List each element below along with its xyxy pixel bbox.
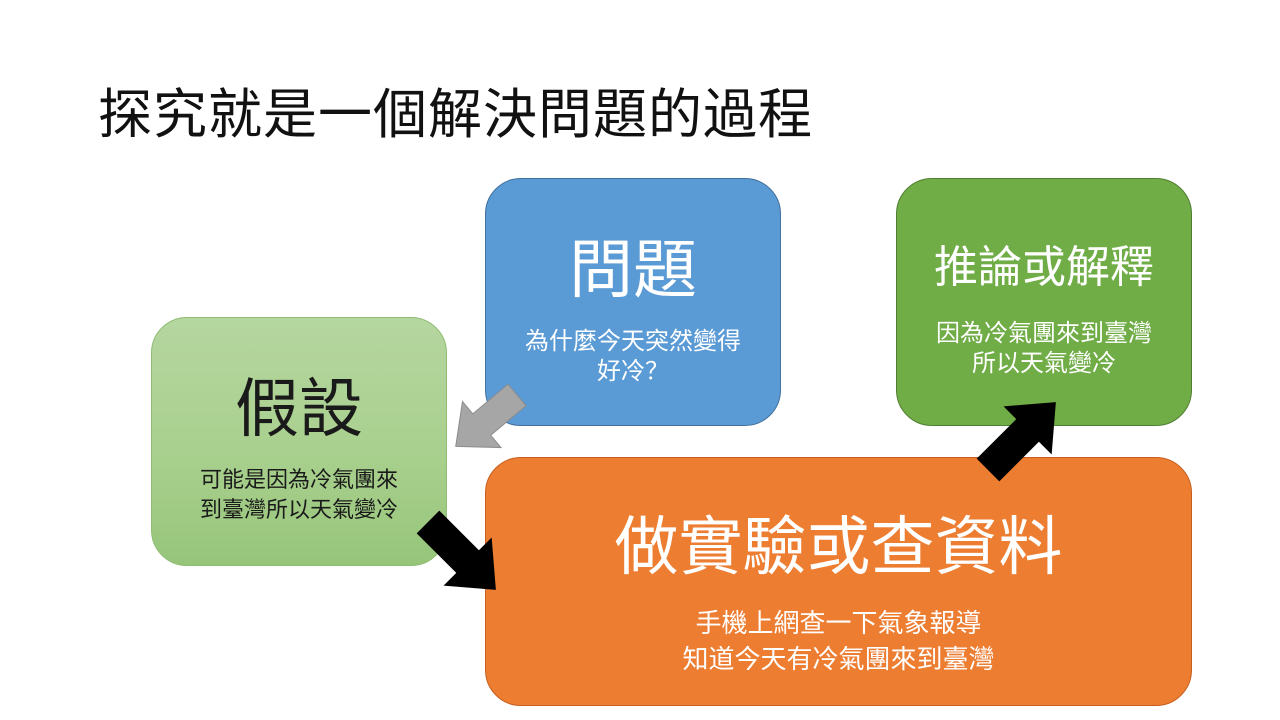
inference-box-title: 推論或解釋 bbox=[934, 242, 1154, 293]
experiment-box-line-2: 知道今天有冷氣團來到臺灣 bbox=[682, 645, 995, 675]
experiment-box-title: 做實驗或查資料 bbox=[614, 511, 1063, 585]
hypothesis-box: 假設 可能是因為冷氣團來 到臺灣所以天氣變冷 bbox=[151, 317, 447, 566]
hypothesis-box-line-1: 可能是因為冷氣團來 bbox=[199, 468, 398, 493]
hypothesis-box-text: 可能是因為冷氣團來 到臺灣所以天氣變冷 bbox=[152, 466, 446, 526]
slide-title: 探究就是一個解決問題的過程 bbox=[98, 83, 813, 146]
inference-box-line-1: 因為冷氣團來到臺灣 bbox=[936, 319, 1152, 347]
inference-box-line-2: 所以天氣變冷 bbox=[972, 349, 1116, 377]
inference-box: 推論或解釋 因為冷氣團來到臺灣 所以天氣變冷 bbox=[896, 178, 1192, 426]
experiment-box-text: 手機上網查一下氣象報導 知道今天有冷氣團來到臺灣 bbox=[486, 606, 1191, 678]
question-box-text: 為什麼今天突然變得 好冷？ bbox=[486, 326, 780, 386]
question-box-line-1: 為什麼今天突然變得 bbox=[525, 327, 741, 355]
question-box-title: 問題 bbox=[569, 234, 697, 308]
experiment-box: 做實驗或查資料 手機上網查一下氣象報導 知道今天有冷氣團來到臺灣 bbox=[485, 457, 1192, 706]
question-box-line-2: 好冷？ bbox=[597, 357, 669, 385]
inference-box-text: 因為冷氣團來到臺灣 所以天氣變冷 bbox=[897, 318, 1191, 378]
hypothesis-box-title: 假設 bbox=[235, 373, 363, 447]
experiment-box-line-1: 手機上網查一下氣象報導 bbox=[695, 609, 982, 639]
question-box: 問題 為什麼今天突然變得 好冷？ bbox=[485, 178, 781, 426]
hypothesis-box-line-2: 到臺灣所以天氣變冷 bbox=[199, 498, 398, 523]
